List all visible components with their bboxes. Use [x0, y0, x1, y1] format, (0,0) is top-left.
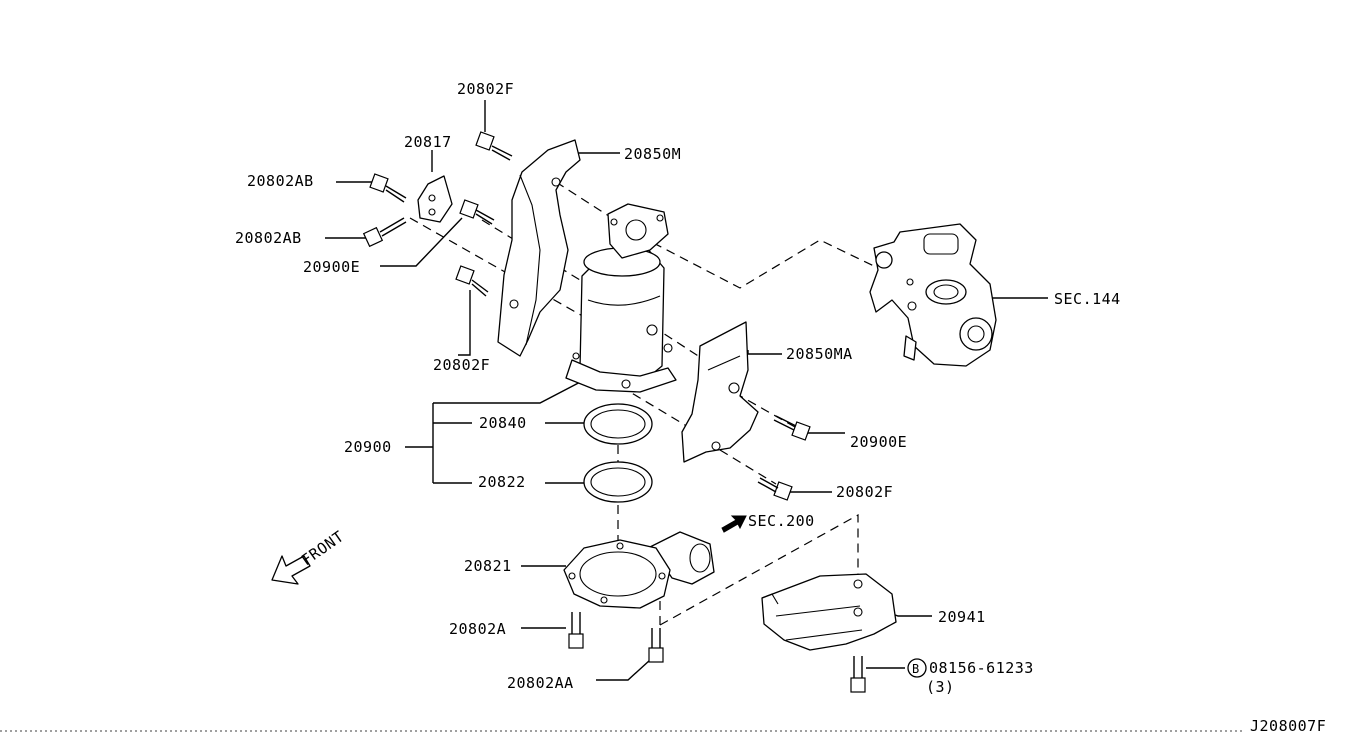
gasket-20840 — [583, 403, 653, 445]
bolt-20802A — [568, 612, 584, 649]
bolt-20802F-top — [475, 131, 513, 161]
label-20817: 20817 — [404, 133, 452, 151]
label-20802F-left: 20802F — [433, 356, 490, 374]
label-20900: 20900 — [344, 438, 392, 456]
part-labels: 20802F 20817 20850M 20802AB 20802AB 2090… — [235, 80, 1326, 735]
heat-shield-lower — [681, 321, 759, 463]
label-20840: 20840 — [479, 414, 527, 432]
bolt-20802AA — [648, 628, 664, 663]
label-qty: (3) — [926, 678, 955, 696]
label-08156-61233: 08156-61233 — [929, 659, 1034, 677]
label-20821: 20821 — [464, 557, 512, 575]
bolt-20802F-left — [455, 265, 489, 297]
bolts — [362, 131, 866, 693]
label-20802AB-lower: 20802AB — [235, 229, 302, 247]
front-arrow-icon — [271, 555, 311, 585]
label-sec144: SEC.144 — [1054, 290, 1121, 308]
leader-lines — [325, 100, 1048, 681]
label-20850M: 20850M — [624, 145, 681, 163]
label-20900E-right: 20900E — [850, 433, 907, 451]
bolt-20802AB-lower — [362, 217, 407, 248]
label-20941: 20941 — [938, 608, 986, 626]
label-20802AB-upper: 20802AB — [247, 172, 314, 190]
drawing-number: J208007F — [1250, 717, 1326, 735]
dashed-lines — [409, 181, 879, 626]
turbocharger — [869, 223, 997, 367]
label-20802AA: 20802AA — [507, 674, 574, 692]
bolt-20900E-left — [459, 199, 495, 225]
bolt-20900E-right — [773, 415, 811, 441]
gasket-20822 — [583, 461, 653, 503]
bolt-08156-61233 — [850, 656, 866, 693]
label-20900E-left: 20900E — [303, 258, 360, 276]
heat-shield-20941 — [761, 573, 897, 651]
heat-shield-upper — [497, 139, 581, 357]
circle-b-symbol — [907, 658, 927, 678]
sec200-arrow — [721, 515, 747, 533]
label-20802F-right: 20802F — [836, 483, 893, 501]
bolt-20802F-right — [757, 477, 793, 501]
bracket-20817 — [417, 175, 453, 223]
label-20802F-top: 20802F — [457, 80, 514, 98]
front-tube-20821 — [563, 531, 715, 609]
label-20850MA: 20850MA — [786, 345, 853, 363]
bolt-20802AB-upper — [369, 173, 407, 203]
label-sec200: SEC.200 — [748, 512, 815, 530]
label-20822: 20822 — [478, 473, 526, 491]
catalytic-converter — [565, 203, 677, 393]
label-20802A: 20802A — [449, 620, 506, 638]
label-front: FRONT — [298, 527, 347, 569]
label-circle-b: B — [912, 662, 920, 676]
